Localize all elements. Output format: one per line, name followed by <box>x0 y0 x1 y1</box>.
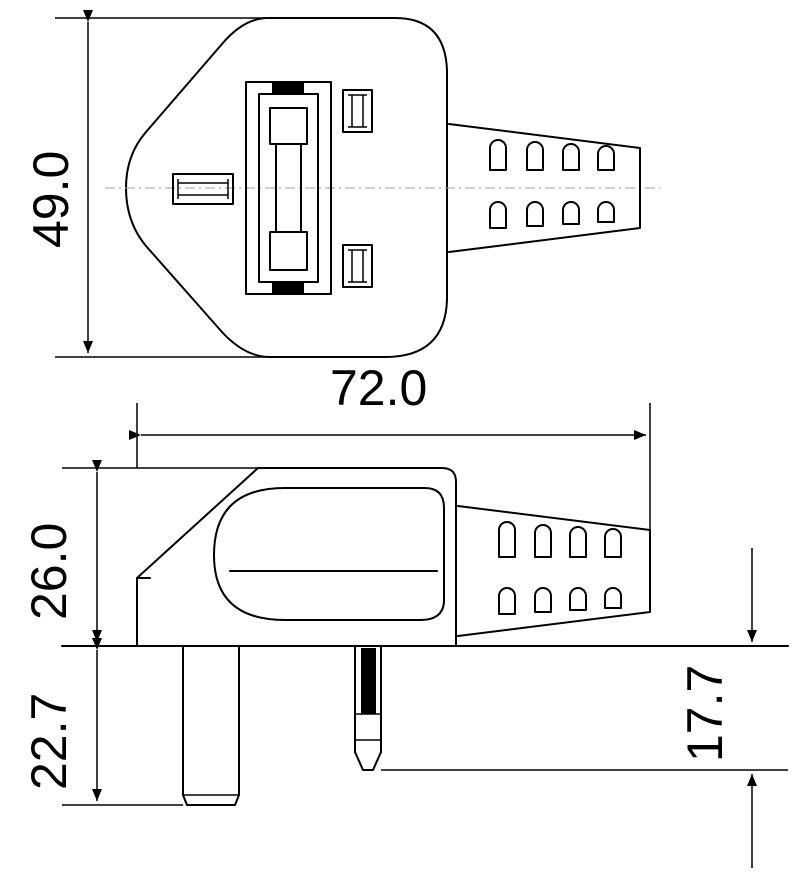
fuse-clip-bottom <box>272 282 304 294</box>
cable-strain-relief-side <box>457 505 651 637</box>
fuse-cap-top <box>269 107 308 145</box>
live-pin <box>354 645 382 771</box>
grip-oval <box>213 487 445 621</box>
dim-label-pin-length: 22.7 <box>21 693 77 790</box>
fuse-clip-top <box>272 82 304 94</box>
earth-pin <box>182 645 240 806</box>
dim-label-overall-length: 72.0 <box>330 360 427 416</box>
dim-label-body-height: 26.0 <box>21 523 77 620</box>
pin-slot-lower <box>342 244 373 288</box>
plug-body-side <box>136 467 457 647</box>
plug-face-outline <box>125 17 448 358</box>
ribs-side-view <box>498 521 622 615</box>
pin-slot-upper <box>342 89 373 133</box>
ribs-top-view <box>489 139 615 229</box>
live-pin-insulation <box>361 648 376 714</box>
fuse-cap-bottom <box>269 231 308 271</box>
earth-pin-slot <box>172 173 234 205</box>
dim-label-short-pin-length: 17.7 <box>677 665 733 762</box>
top-view: 49.0 <box>23 10 660 358</box>
dim-label-top-height: 49.0 <box>23 151 79 248</box>
cable-strain-relief-top <box>448 123 641 253</box>
side-view: 72.0 26.0 <box>21 360 789 868</box>
